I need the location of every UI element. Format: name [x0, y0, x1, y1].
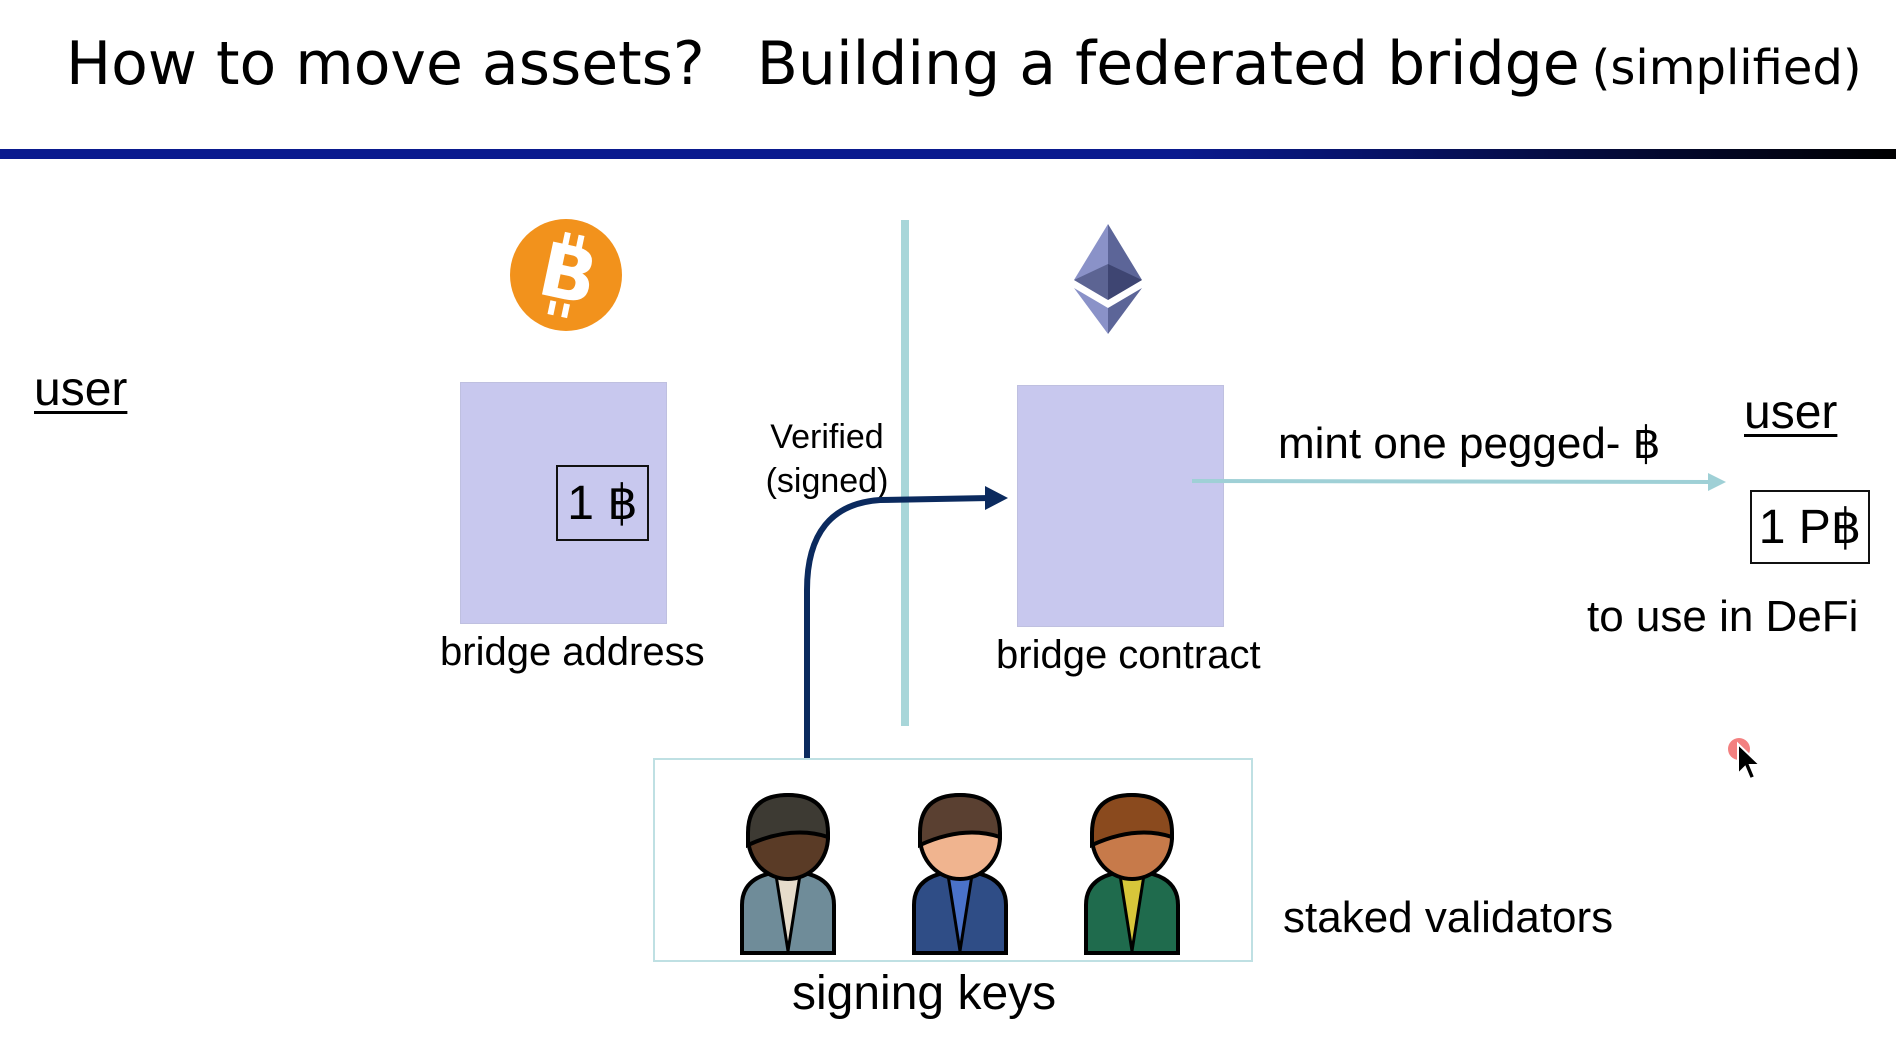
signing-keys-label: signing keys: [792, 967, 1057, 1020]
defi-label: to use in DeFi: [1587, 592, 1859, 641]
bridge-address-box: [460, 382, 667, 624]
title-main: How to move assets?: [66, 29, 705, 99]
bridge-contract-label: bridge contract: [996, 633, 1261, 677]
bridge-address-coin: 1 ฿: [556, 465, 649, 541]
mint-label: mint one pegged- ฿: [1278, 419, 1661, 468]
title-sub: (simplified): [1591, 40, 1862, 96]
title-second: Building a federated bridge: [756, 29, 1580, 99]
bitcoin-logo-icon: B: [510, 219, 622, 331]
validator-person-icon: [1084, 792, 1180, 955]
user-left-label: user: [34, 363, 128, 416]
verified-line1: Verified: [770, 418, 884, 456]
validator-person-icon: [740, 792, 836, 955]
verified-line2: (signed): [765, 462, 889, 501]
title-rule: [0, 149, 1896, 159]
staked-validators-label: staked validators: [1283, 893, 1614, 942]
slide-title: How to move assets? Building a federated …: [66, 28, 1862, 100]
bridge-contract-box: [1017, 385, 1224, 627]
chain-divider: [901, 220, 909, 726]
ethereum-logo-icon: [1074, 224, 1142, 334]
user-right-label: user: [1744, 386, 1838, 439]
bridge-address-label: bridge address: [440, 630, 705, 674]
verified-label: Verified (signed): [752, 415, 902, 503]
validator-person-icon: [912, 792, 1008, 955]
pegged-coin: 1 P฿: [1750, 490, 1870, 564]
cursor-pointer-icon: [1728, 738, 1763, 781]
